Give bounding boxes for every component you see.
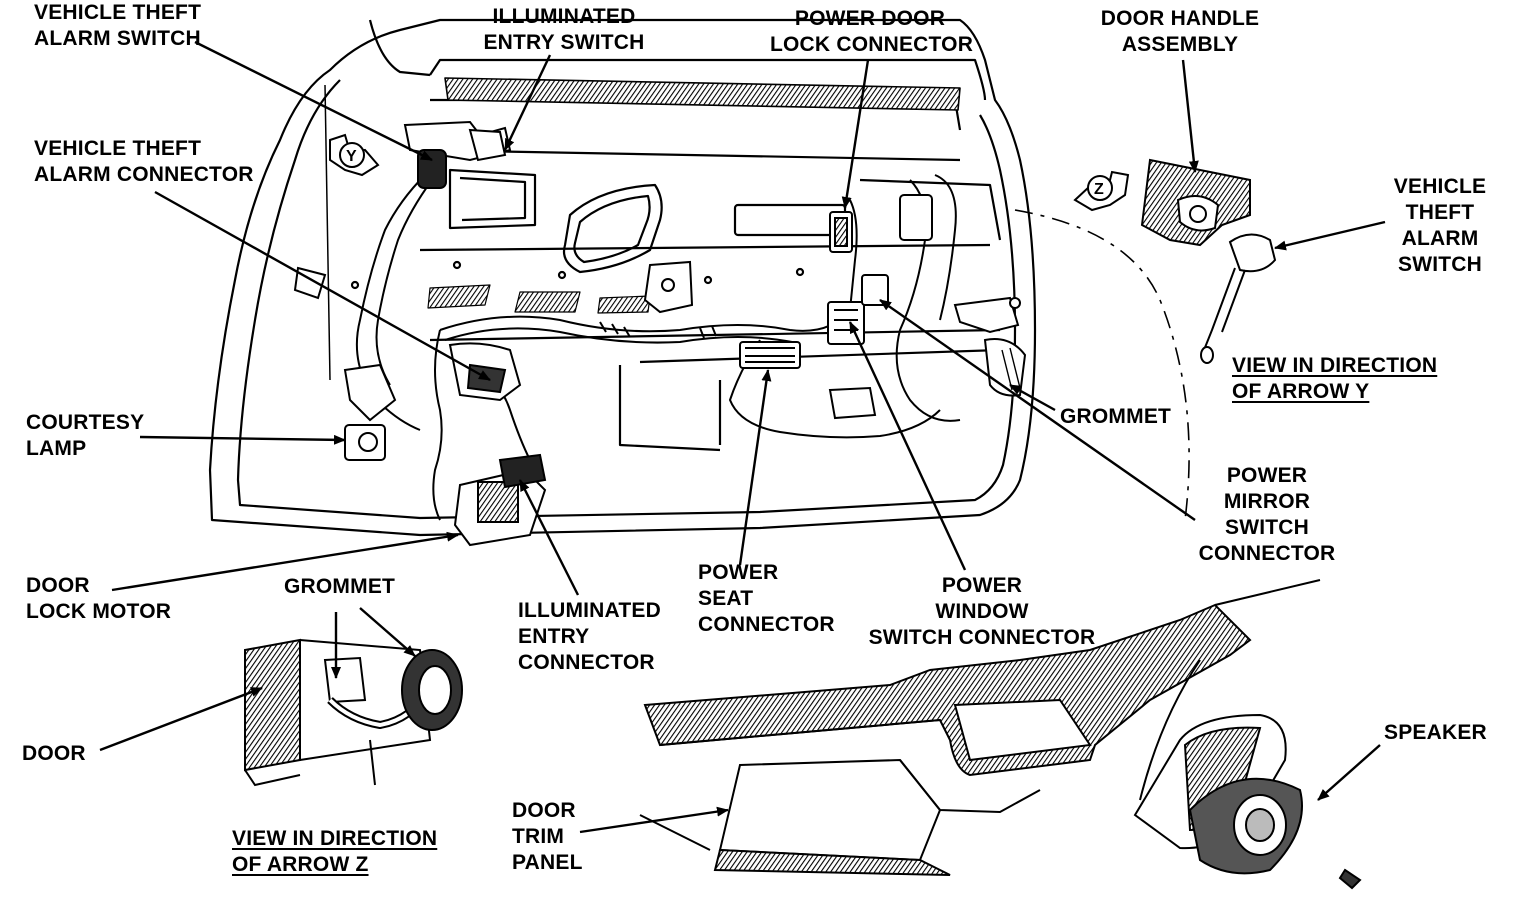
label-door-handle-assembly: DOOR HANDLE ASSEMBLY: [1100, 7, 1260, 56]
label-speaker: SPEAKER: [1384, 721, 1487, 744]
leader-door-handle-assembly: [1181, 59, 1199, 173]
leader-door-trim-panel: [579, 806, 729, 834]
label-grommet-right: GROMMET: [1060, 405, 1172, 428]
leader-power-seat-connector: [738, 369, 772, 566]
leader-door: [99, 686, 263, 752]
leader-power-mirror-switch-connector: [879, 299, 1196, 521]
label-door: DOOR: [22, 742, 86, 765]
label-vehicle-theft-alarm-switch-right: VEHICLE THEFT ALARM SWITCH: [1393, 175, 1487, 276]
view-direction-line: [1014, 209, 1190, 521]
label-power-mirror-switch-connector: POWER MIRROR SWITCH CONNECTOR: [1198, 464, 1336, 565]
door-trim-panel-illustration: [639, 579, 1362, 890]
label-grommet-bottom: GROMMET: [284, 575, 396, 598]
label-door-trim-panel: DOOR TRIM PANEL: [512, 799, 583, 874]
leader-grommet-bottom-2: [359, 607, 416, 657]
leader-courtesy-lamp: [139, 434, 346, 445]
leader-speaker: [1317, 744, 1381, 801]
leader-illuminated-entry-connector: [518, 479, 580, 596]
label-door-lock-motor: DOOR LOCK MOTOR: [26, 574, 172, 623]
arrow-marker-y: [329, 133, 380, 177]
label-illuminated-entry-switch: ILLUMINATED ENTRY SWITCH: [483, 5, 645, 54]
label-power-door-lock-connector: POWER DOOR LOCK CONNECTOR: [770, 7, 974, 56]
leader-power-window-switch-connector: [848, 321, 967, 571]
leader-grommet-right: [1009, 383, 1056, 412]
leader-lines: [99, 40, 1386, 834]
door-inner-panel: [208, 18, 1037, 537]
leader-theft-alarm-switch-right: [1274, 220, 1386, 251]
leader-theft-alarm-connector: [154, 190, 491, 382]
arrow-marker-z: [1073, 170, 1130, 212]
leader-theft-alarm-switch-top: [194, 40, 433, 162]
label-view-arrow-y: VIEW IN DIRECTION OF ARROW Y: [1232, 354, 1438, 403]
label-power-seat-connector: POWER SEAT CONNECTOR: [698, 561, 835, 636]
grommet-detail-illustration: [244, 638, 463, 787]
label-vehicle-theft-alarm-connector: VEHICLE THEFT ALARM CONNECTOR: [34, 137, 254, 186]
label-view-arrow-z: VIEW IN DIRECTION OF ARROW Z: [232, 827, 438, 876]
leader-power-door-lock-connector: [841, 59, 870, 209]
label-illuminated-entry-connector: ILLUMINATED ENTRY CONNECTOR: [518, 599, 661, 674]
leader-illuminated-entry-switch: [503, 54, 552, 151]
label-power-window-switch-connector: POWER WINDOW SWITCH CONNECTOR: [868, 574, 1096, 649]
label-courtesy-lamp: COURTESY LAMP: [26, 411, 145, 460]
arrow-letter-y: Y: [346, 148, 357, 165]
leader-door-lock-motor: [111, 531, 459, 592]
label-vehicle-theft-alarm-switch-top: VEHICLE THEFT ALARM SWITCH: [34, 1, 202, 50]
arrow-letter-z: Z: [1094, 181, 1104, 198]
door-handle-assembly-illustration: [1140, 158, 1277, 364]
